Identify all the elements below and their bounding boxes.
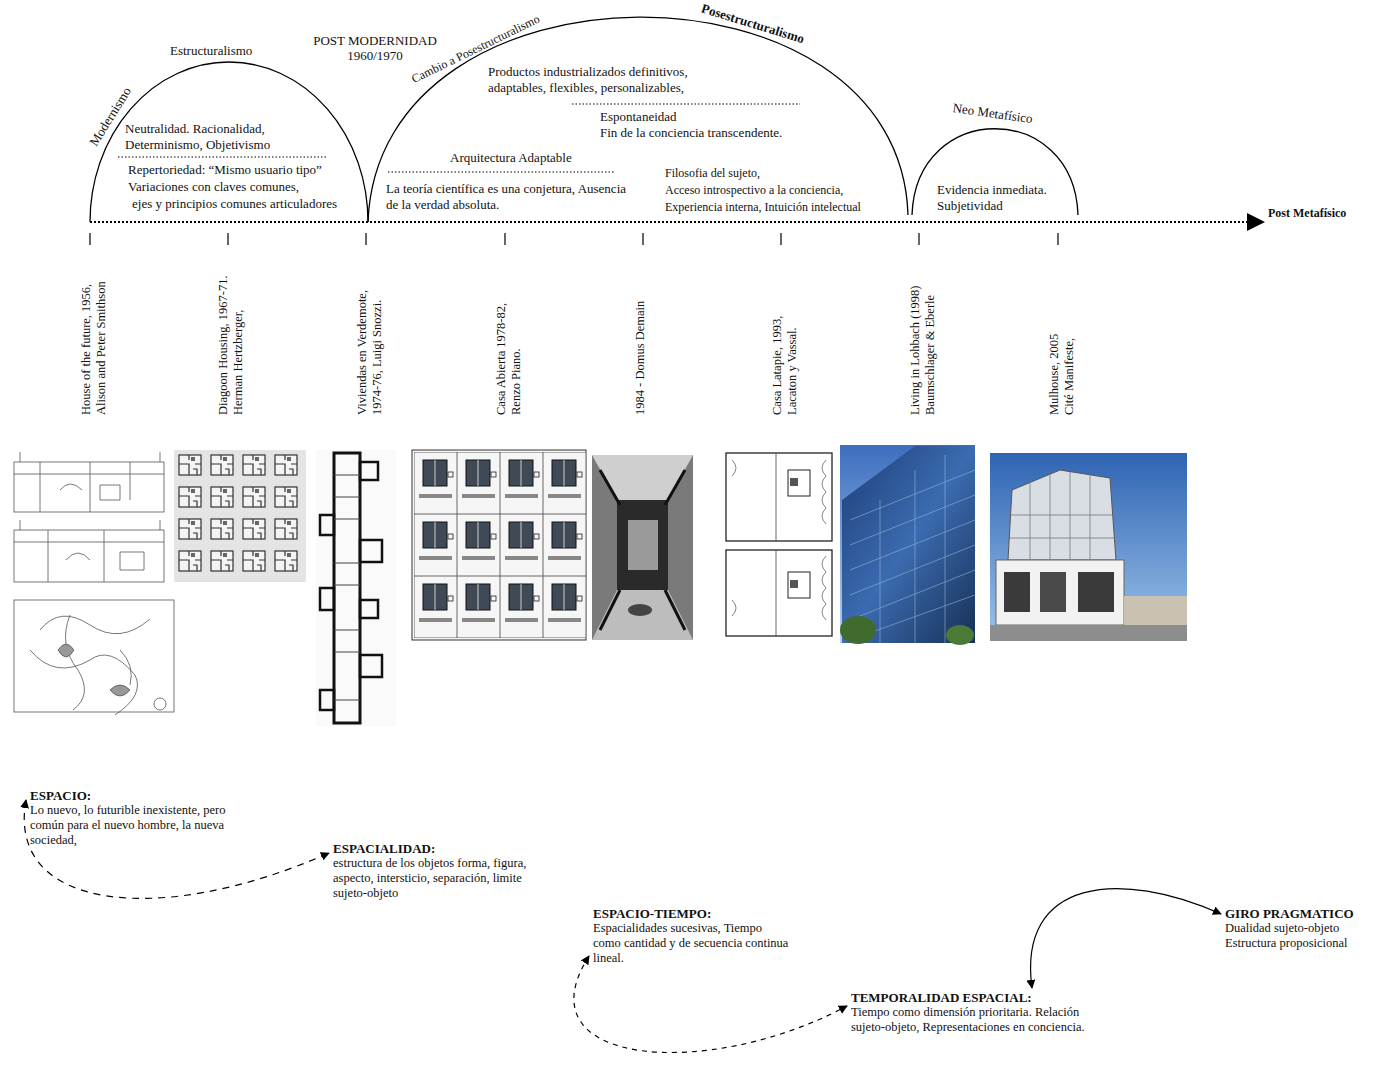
concept-text: estructura de los objetos forma, figura,… xyxy=(333,856,557,901)
timeline-arrowhead xyxy=(1247,213,1265,231)
concept-text: Dualidad sujeto-objeto Estructura propos… xyxy=(1225,921,1377,951)
note-text: Neutralidad. Racionalidad, Determinismo,… xyxy=(125,121,303,153)
note-text: Variaciones con claves comunes, xyxy=(128,179,299,194)
period-label: Neo Metafísico xyxy=(952,101,1034,125)
note-text: Filosofia del sujeto, xyxy=(665,166,760,180)
concept-text: Tiempo como dimensión prioritaria. Relac… xyxy=(851,1005,1085,1035)
dotted-separator xyxy=(388,172,615,173)
concept-node: ESPACIO:Lo nuevo, lo futurible inexisten… xyxy=(26,786,260,850)
note-text: La teoría científica es una conjetura, A… xyxy=(386,181,631,213)
project-label: Mulhouse, 2005 Cité Manifeste, xyxy=(1047,323,1077,415)
period-arc xyxy=(912,129,1078,215)
period-arc xyxy=(90,62,368,222)
project-label: Diagoon Housing, 1967-71. Herman Hertzbe… xyxy=(216,255,246,415)
timeline-axis xyxy=(90,221,1250,223)
note-text: Arquitectura Adaptable xyxy=(450,150,572,165)
project-label: Viviendas en Verdemote, 1974-76, Luigi S… xyxy=(355,265,385,415)
period-label: 1960/1970 xyxy=(300,48,450,63)
note-text: Subjetividad xyxy=(937,198,1003,213)
project-label: Living in Lohbach (1998) Baumschlager & … xyxy=(908,255,938,415)
casa-abierta-facade xyxy=(412,450,586,640)
connector xyxy=(574,956,847,1053)
note-text: Espontaneidad xyxy=(600,109,677,124)
concept-heading: ESPACIO-TIEMPO: xyxy=(593,906,789,921)
period-label: POST MODERNIDAD xyxy=(300,33,450,48)
concept-text: Lo nuevo, lo futurible inexistente, pero… xyxy=(30,803,256,848)
project-label: House of the future, 1956, Alison and Pe… xyxy=(79,255,109,415)
connector xyxy=(1031,889,1221,988)
note-text: Experiencia interna, Intuición intelectu… xyxy=(665,200,861,214)
diagoon-plans xyxy=(174,450,306,582)
concept-heading: ESPACIO: xyxy=(30,788,256,803)
note-text: Evidencia inmediata. xyxy=(937,182,1047,197)
project-label: Casa Abierta 1978-82, Renzo Piano. xyxy=(494,280,524,415)
dotted-separator xyxy=(118,157,328,158)
timeline-ticks xyxy=(90,233,1058,245)
period-arc xyxy=(368,17,908,222)
concept-heading: GIRO PRAGMATICO xyxy=(1225,906,1377,921)
concept-heading: TEMPORALIDAD ESPACIAL: xyxy=(851,990,1085,1005)
concept-heading: ESPACIALIDAD: xyxy=(333,841,557,856)
concept-node: GIRO PRAGMATICODualidad sujeto-objeto Es… xyxy=(1221,904,1381,953)
note-text: Acceso introspectivo a la conciencia, xyxy=(665,183,843,197)
note-text: Repertoriedad: “Mismo usuario tipo” xyxy=(128,162,322,177)
project-label: 1984 - Domus Demain xyxy=(633,265,648,415)
note-text: ejes y principios comunes articuladores xyxy=(132,196,337,211)
connector xyxy=(24,800,329,898)
concept-text: Espacialidades sucesivas, Tiempo como ca… xyxy=(593,921,789,966)
concept-node: ESPACIALIDAD:estructura de los objetos f… xyxy=(329,839,561,903)
note-text: Productos industrializados definitivos, … xyxy=(488,64,728,96)
project-label: Casa Latapie, 1993, Lacaton y Vassal. xyxy=(770,290,800,415)
verdemote-plan xyxy=(316,450,396,726)
period-label: Posestructuralismo xyxy=(700,2,806,46)
lohbach-photo xyxy=(840,445,975,645)
house-drawings xyxy=(14,452,174,715)
mulhouse-photo xyxy=(990,453,1187,641)
period-label: Estructuralismo xyxy=(170,43,252,58)
note-text: Fin de la conciencia transcendente. xyxy=(600,125,782,140)
dotted-separator xyxy=(572,104,800,105)
concept-node: ESPACIO-TIEMPO:Espacialidades sucesivas,… xyxy=(589,904,793,968)
concept-node: TEMPORALIDAD ESPACIAL:Tiempo como dimens… xyxy=(847,988,1089,1037)
domus-perspective xyxy=(592,455,693,640)
axis-end-label: Post Metafísico xyxy=(1268,206,1348,220)
latapie-plans xyxy=(722,450,836,640)
